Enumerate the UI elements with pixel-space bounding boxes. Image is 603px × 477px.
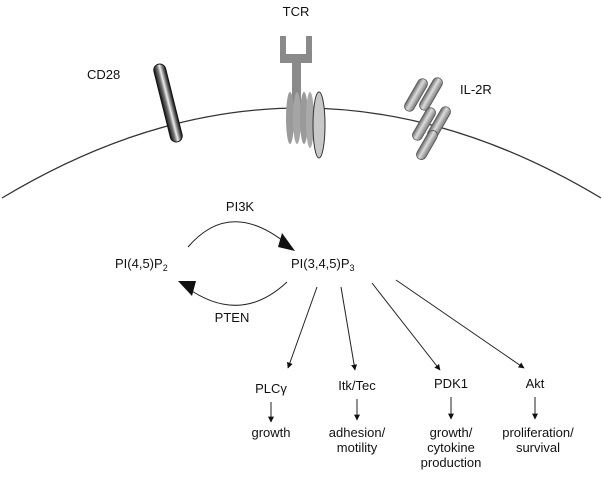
pi3k-label: PI3K — [225, 199, 255, 214]
pip3-subscript: 3 — [349, 263, 355, 273]
outcome-line: survival — [515, 440, 561, 455]
outcome-plcg: growth — [231, 425, 311, 440]
pip3-main: PI(3,4,5)P — [291, 256, 350, 271]
outcome-line: adhesion/ — [328, 425, 386, 440]
outcome-line: growth — [251, 425, 291, 440]
arrow-to-itk — [340, 286, 358, 371]
effector-plcg: PLCγ — [255, 381, 287, 396]
outcome-line: motility — [336, 440, 378, 455]
arrow-to-pdk1 — [371, 282, 441, 371]
arrow-to-akt — [395, 279, 525, 369]
pten-label: PTEN — [214, 310, 250, 325]
effector-pdk1: PDK1 — [434, 376, 468, 391]
pi3k-arrow — [187, 221, 288, 248]
il2r-receptor — [404, 77, 451, 160]
pip2-main: PI(4,5)P — [115, 256, 163, 271]
cd28-receptor — [153, 63, 183, 143]
effector-akt: Akt — [525, 376, 545, 391]
effector-itk-tec: Itk/Tec — [338, 378, 376, 393]
tcr-label: TCR — [282, 4, 310, 19]
il2r-label: IL-2R — [460, 82, 492, 97]
pten-arrow — [185, 281, 288, 306]
outcome-line: cytokine — [427, 440, 475, 455]
outcome-akt: proliferation/ survival — [488, 425, 588, 455]
pten-arrowhead — [178, 281, 196, 296]
outcome-line: proliferation/ — [502, 425, 574, 440]
pi3k-arrowhead — [278, 233, 295, 251]
pip3-label: PI(3,4,5)P3 — [291, 256, 355, 276]
pip2-subscript: 2 — [162, 263, 168, 273]
pip2-label: PI(4,5)P2 — [115, 256, 168, 276]
arrow-to-plcg — [286, 286, 318, 369]
cd28-label: CD28 — [87, 67, 121, 82]
outcome-pdk1: growth/ cytokine production — [406, 425, 496, 470]
outcome-itk-tec: adhesion/ motility — [312, 425, 402, 455]
outcome-line: growth/ — [429, 425, 473, 440]
outcome-line: production — [420, 455, 482, 470]
tcr-receptor — [280, 36, 326, 159]
